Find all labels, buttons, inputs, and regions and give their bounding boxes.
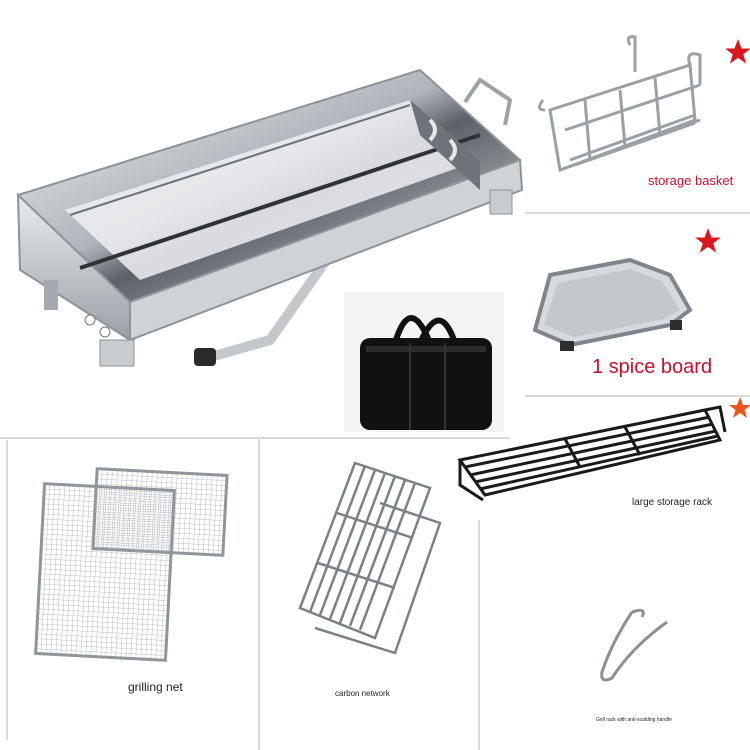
large-storage-rack-label: large storage rack (632, 497, 713, 508)
divider-bottom-top (0, 437, 510, 439)
star-icon (695, 228, 721, 253)
grill-rack-handle-label: Grill rack with anti-scalding handle (596, 717, 672, 723)
storage-basket-image (538, 35, 702, 173)
divider-right-1 (525, 212, 750, 214)
grill-rack-handle-image (600, 608, 668, 682)
divider-bottom-2 (478, 520, 480, 750)
grill-image (16, 68, 524, 367)
divider-left-edge (6, 440, 8, 740)
large-storage-rack-image (457, 405, 727, 502)
spice-board-label: 1 spice board (592, 356, 713, 378)
divider-right-2 (525, 395, 750, 397)
carbon-network-image (298, 461, 442, 655)
carry-bag-image (360, 315, 492, 430)
spice-board-image (532, 257, 693, 351)
star-icon (729, 397, 750, 418)
grilling-net-label: grilling net (128, 680, 183, 694)
divider-bottom-1 (258, 437, 260, 750)
carbon-network-label: carbon network (335, 689, 390, 698)
grilling-net-image (34, 467, 229, 662)
storage-basket-label: storage basket (648, 173, 734, 188)
star-icon (725, 39, 750, 64)
